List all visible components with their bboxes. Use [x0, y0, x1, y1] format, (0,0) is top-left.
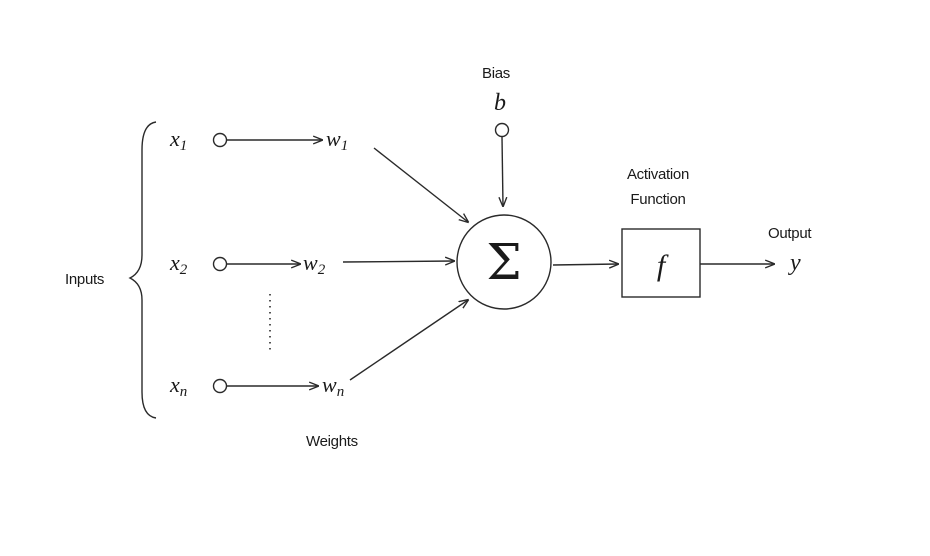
input-node-n [212, 378, 228, 394]
weight-label-n: wn [322, 372, 344, 400]
weight-label-1: w1 [326, 126, 348, 154]
weights-label: Weights [306, 433, 358, 450]
activation-box [621, 228, 701, 298]
bias-symbol: b [494, 90, 506, 116]
weight-label-2: w2 [303, 250, 326, 278]
input-label-n: xn [169, 372, 187, 400]
input-node-2 [212, 256, 228, 272]
weight-arrow-1 [373, 147, 468, 222]
weight-arrow-2 [342, 261, 454, 262]
activation-label-line1: Activation [627, 166, 689, 183]
bias-node [494, 122, 510, 138]
sum-to-activation-arrow [552, 264, 618, 265]
input-node-1 [212, 132, 228, 148]
inputs-brace [128, 121, 157, 419]
output-symbol: y [788, 250, 801, 276]
weight-arrow-n [349, 300, 468, 381]
output-label: Output [768, 225, 812, 242]
summation-node [456, 214, 552, 310]
input-label-1: x1 [169, 126, 187, 154]
input-label-2: x2 [169, 250, 188, 278]
summation-symbol: Σ [486, 233, 521, 291]
bias-arrow [502, 136, 503, 206]
bias-label: Bias [482, 65, 510, 82]
activation-label-line2: Function [630, 191, 685, 208]
inputs-label: Inputs [65, 271, 104, 288]
